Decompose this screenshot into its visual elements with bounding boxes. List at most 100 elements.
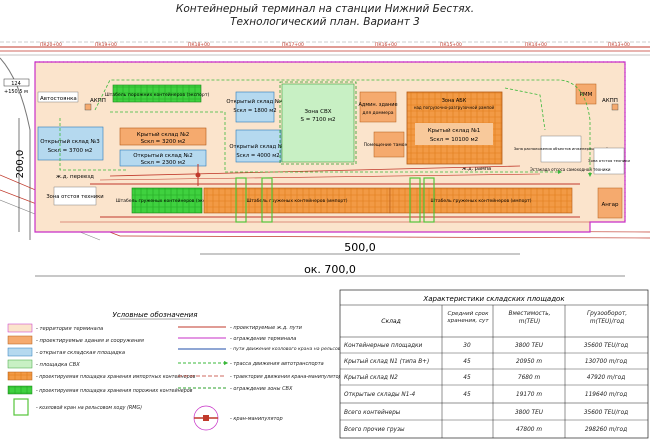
customs-building xyxy=(373,131,405,158)
customs-label: Помещение таможни xyxy=(364,142,415,148)
import-loaded-stack-left xyxy=(203,187,391,214)
legend-swatch xyxy=(7,371,33,381)
open-warehouse-3-name: Открытый склад №3 xyxy=(40,138,100,145)
table-cell: 35600 TEU/год xyxy=(584,343,628,349)
zona-ask-label: Зона АБК xyxy=(442,98,467,104)
right-parking-zone xyxy=(593,147,625,175)
covered-warehouse-2-area: Sскл = 3200 м2 xyxy=(141,139,186,145)
pk-label: ПК16+00 xyxy=(375,42,397,48)
elevation-tag-text: 124 xyxy=(11,81,21,87)
import-loaded-stack-right-label: Штабель груженых контейнеров (импорт) xyxy=(430,197,531,204)
open-warehouse-1-area: Sскл = 4000 м2 xyxy=(236,153,279,159)
table-cell: Контейнерные площадки xyxy=(344,343,423,349)
akpp-right-building xyxy=(611,103,619,111)
vehicle-traffic-routes xyxy=(59,79,592,177)
empty-container-stack-top-label: Штабель порожних контейнеров (экспорт) xyxy=(105,91,210,98)
pk-labels: ПК20+00 ПК19+00 ПК18+00 ПК17+00 ПК16+00 … xyxy=(40,42,630,48)
table-cell: 35600 TEU/год xyxy=(584,410,628,416)
table-cell: 3800 TEU xyxy=(515,343,544,349)
legend-swatch xyxy=(7,385,33,395)
pk-label: ПК18+00 xyxy=(188,42,210,48)
characteristics-table: Характеристики складских площадок Склад … xyxy=(339,289,649,439)
title-line-2: Технологический план. Вариант 3 xyxy=(230,16,420,28)
admin-building-label: Админ. здание xyxy=(358,102,397,108)
rmm-label: РММ xyxy=(580,92,593,98)
zona-ask-sub: над погрузочно-разгрузочной рампой xyxy=(414,105,495,110)
legend-label: - проектируемая площадка хранения порожн… xyxy=(36,388,193,394)
table-header: Средний срок хранения, сут xyxy=(447,311,489,324)
open-warehouse-2-area: Sскл = 2300 м2 xyxy=(141,160,186,166)
title-line-1: Контейнерный терминал на станции Нижний … xyxy=(176,3,474,15)
table-cell: 298260 m/год xyxy=(585,427,627,433)
covered-warehouse-1-label-bg xyxy=(415,123,493,145)
svh-zone-name: Зона СВХ xyxy=(305,109,332,115)
table-header: Грузооборот, m(TEU)/год xyxy=(586,311,628,325)
legend-label: - проектируемые ж.д. пути xyxy=(230,325,303,331)
table-cell: 45 xyxy=(463,392,471,398)
hangar-label: Ангар xyxy=(601,202,619,208)
pk-label: ПК15+00 xyxy=(440,42,462,48)
rmm-building xyxy=(575,83,597,105)
legend-swatch xyxy=(13,398,29,416)
table-header: Склад xyxy=(381,318,400,325)
svh-zone-area: S = 7100 м2 xyxy=(301,117,336,123)
open-warehouse-3-area: Sскл = 3700 м2 xyxy=(48,148,93,154)
existing-rail-lines xyxy=(0,41,650,56)
pk-label: ПК13+00 xyxy=(608,42,630,48)
legend-label: - пути движения козлового крана на рельс… xyxy=(230,346,376,352)
covered-warehouse-2 xyxy=(119,127,207,146)
elevation-label: +150,5 м xyxy=(4,89,28,95)
table-header: Вместимость, m(TEU) xyxy=(508,311,551,325)
engineering-networks-label: Зона расположения объектов инженерных се… xyxy=(514,147,609,151)
legend-swatch xyxy=(7,359,33,369)
akpp-right-label: АКПП xyxy=(602,98,618,104)
table-cell: Крытый склад N1 (типа B+) xyxy=(344,359,429,365)
legend-left-column: - территория терминала - проектируемые з… xyxy=(7,323,196,416)
empty-container-stack-top xyxy=(112,84,202,103)
table-cell: Крытый склад N2 xyxy=(344,375,398,381)
table-cell: 47920 m/год xyxy=(587,375,625,381)
right-parking-label: Зона отстоя техники xyxy=(588,158,630,163)
svh-zone-fence xyxy=(279,81,357,165)
table-cell: 7680 m xyxy=(518,375,541,381)
left-parking-zone xyxy=(53,186,97,206)
legend-title: Условные обозначения xyxy=(113,311,198,319)
rmg-cranes xyxy=(235,177,435,223)
table-cell: Всего прочие грузы xyxy=(344,427,405,433)
legend-swatch xyxy=(7,335,33,345)
table-cell: 19170 m xyxy=(516,392,542,398)
admin-building-sub: для доммера xyxy=(362,111,393,116)
legend-label: - ограждение зоны СВХ xyxy=(230,386,293,392)
legend-label: - козловой кран на рельсовом ходу (RMG) xyxy=(36,405,142,411)
covered-warehouse-2-name: Крытый склад №2 xyxy=(137,131,190,138)
legend-label: - трасса движения автотранспорта xyxy=(230,361,324,367)
rail-ramp-label: ж.д. рампа xyxy=(462,166,491,172)
legend-swatch xyxy=(7,323,33,333)
akpp-left-label: АКПП xyxy=(90,98,106,104)
legend-swatch xyxy=(7,347,33,357)
open-warehouse-3 xyxy=(37,126,104,161)
legend-label: - проектируемые здания и сооружения xyxy=(36,338,144,344)
dimension-500: 500,0 xyxy=(344,241,376,254)
table-cell: Всего контейнеры xyxy=(344,410,401,416)
table-cell: 47800 m xyxy=(516,427,542,433)
covered-warehouse-1-area: Sскл = 10100 м2 xyxy=(430,137,478,143)
open-warehouse-1-name: Открытый склад №1 xyxy=(229,143,286,150)
open-warehouse-1 xyxy=(235,129,282,163)
table-title: Характеристики складских площадок xyxy=(422,295,565,303)
table-cell: 45 xyxy=(463,375,471,381)
parking-area xyxy=(37,91,79,103)
table-cell: 130700 m/год xyxy=(585,359,627,365)
pk-label: ПК20+00 xyxy=(40,42,62,48)
import-loaded-stack-left-label: Штабель груженых контейнеров (импорт) xyxy=(246,197,347,204)
rail-crossing-label: ж.д. переезд xyxy=(56,174,94,180)
admin-building xyxy=(359,91,397,123)
legend-right-column: - проектируемые ж.д. пути - ограждение т… xyxy=(178,325,376,431)
table-cell: 119640 m/год xyxy=(585,392,627,398)
elevation-tag xyxy=(3,78,30,87)
legend-label: - открытая складская площадка xyxy=(36,350,125,356)
legend-label: - проектируемая площадка хранения импорт… xyxy=(36,374,196,380)
table-cell: 30 xyxy=(463,343,471,349)
projected-rail-tracks xyxy=(60,165,590,223)
dimension-700: ок. 700,0 xyxy=(304,263,356,276)
